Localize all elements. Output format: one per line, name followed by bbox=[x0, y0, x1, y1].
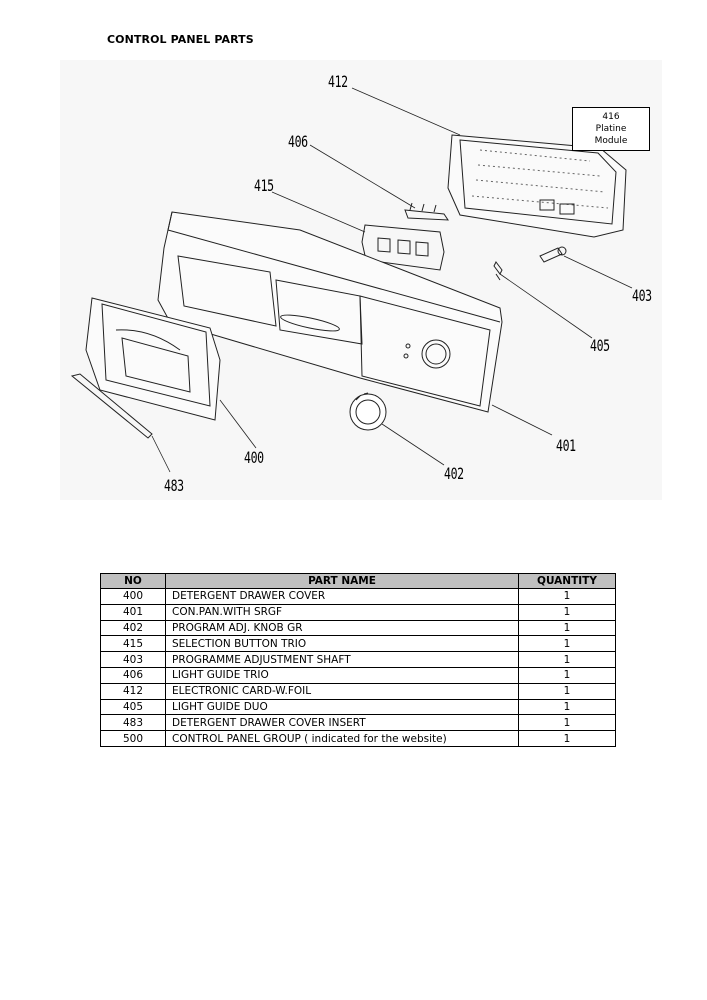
part-number: 412 bbox=[100, 682, 166, 700]
part-number: 483 bbox=[100, 714, 166, 732]
adjustment-shaft-drawing bbox=[539, 246, 567, 263]
part-name: CON.PAN.WITH SRGF bbox=[165, 603, 519, 621]
module-line-1: Platine bbox=[595, 124, 627, 134]
callout-483: 483 bbox=[164, 476, 184, 495]
control-panel-drawing bbox=[157, 211, 503, 413]
part-number: 406 bbox=[100, 666, 166, 684]
callout-403: 403 bbox=[632, 286, 652, 305]
electronic-card-drawing bbox=[447, 134, 627, 238]
part-quantity: 1 bbox=[518, 730, 616, 747]
part-name: PROGRAM ADJ. KNOB GR bbox=[165, 619, 519, 637]
parts-table-header: NO PART NAME QUANTITY bbox=[100, 573, 616, 589]
part-name: PROGRAMME ADJUSTMENT SHAFT bbox=[165, 651, 519, 668]
page-title: CONTROL PANEL PARTS bbox=[107, 33, 254, 46]
part-number: 405 bbox=[100, 698, 166, 716]
header-no: NO bbox=[100, 573, 166, 589]
part-name: ELECTRONIC CARD-W.FOIL bbox=[165, 682, 519, 700]
module-label-box: 416 Platine Module bbox=[572, 107, 650, 151]
part-number: 400 bbox=[100, 588, 166, 605]
callout-412: 412 bbox=[328, 72, 348, 91]
part-quantity: 1 bbox=[518, 619, 616, 637]
part-quantity: 1 bbox=[518, 698, 616, 716]
callout-405: 405 bbox=[590, 336, 610, 355]
part-quantity: 1 bbox=[518, 635, 616, 653]
callout-401: 401 bbox=[556, 436, 576, 455]
callout-400: 400 bbox=[244, 448, 264, 467]
selection-button-trio-drawing bbox=[361, 224, 445, 271]
part-quantity: 1 bbox=[518, 714, 616, 732]
light-guide-duo-drawing bbox=[493, 261, 503, 281]
part-quantity: 1 bbox=[518, 682, 616, 700]
callout-402: 402 bbox=[444, 464, 464, 483]
exploded-parts-diagram: 412 406 415 403 405 401 400 402 483 416 … bbox=[60, 60, 662, 500]
drawer-cover-drawing bbox=[85, 297, 221, 421]
part-number: 401 bbox=[100, 603, 166, 621]
part-number: 403 bbox=[100, 651, 166, 668]
part-number: 402 bbox=[100, 619, 166, 637]
callout-406: 406 bbox=[288, 132, 308, 151]
header-quantity: QUANTITY bbox=[518, 573, 616, 589]
light-guide-trio-drawing bbox=[404, 202, 449, 221]
header-part-name: PART NAME bbox=[165, 573, 519, 589]
part-name: DETERGENT DRAWER COVER bbox=[165, 588, 519, 605]
leader-lines bbox=[151, 87, 633, 473]
part-name: CONTROL PANEL GROUP ( indicated for the … bbox=[165, 730, 519, 747]
module-number: 416 bbox=[602, 112, 620, 122]
part-name: DETERGENT DRAWER COVER INSERT bbox=[165, 714, 519, 732]
part-name: LIGHT GUIDE TRIO bbox=[165, 666, 519, 684]
part-number: 415 bbox=[100, 635, 166, 653]
part-quantity: 1 bbox=[518, 603, 616, 621]
part-number: 500 bbox=[100, 730, 166, 747]
part-quantity: 1 bbox=[518, 651, 616, 668]
part-name: SELECTION BUTTON TRIO bbox=[165, 635, 519, 653]
drawer-insert-drawing bbox=[70, 373, 153, 439]
program-knob-drawing bbox=[349, 392, 387, 431]
parts-drawing bbox=[70, 87, 633, 473]
part-quantity: 1 bbox=[518, 588, 616, 605]
part-quantity: 1 bbox=[518, 666, 616, 684]
part-name: LIGHT GUIDE DUO bbox=[165, 698, 519, 716]
callout-415: 415 bbox=[254, 176, 274, 195]
module-line-2: Module bbox=[594, 136, 628, 146]
